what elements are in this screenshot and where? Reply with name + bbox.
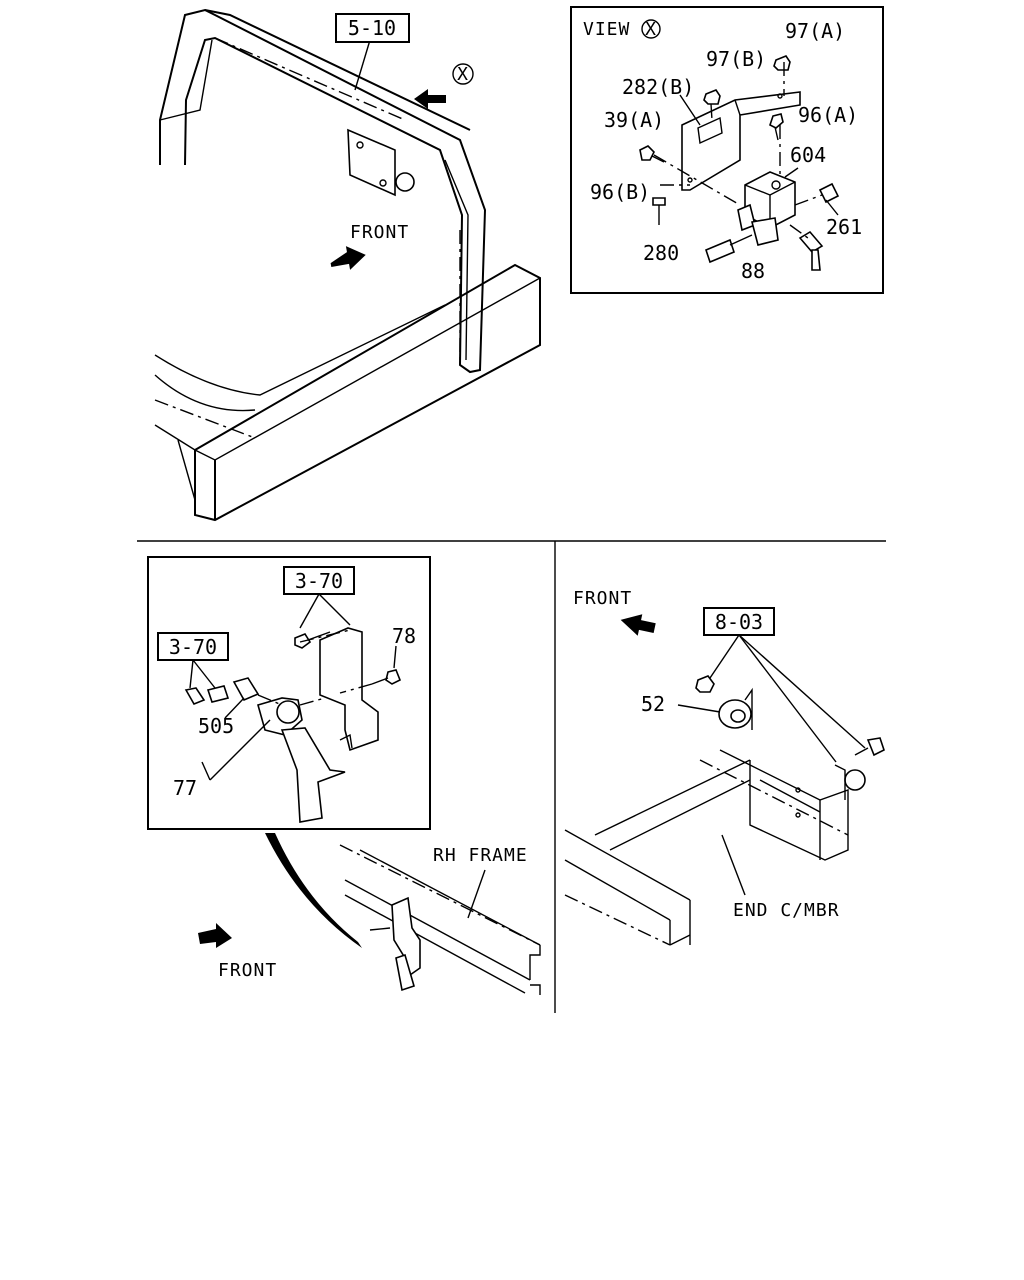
front-label-bottom-right: FRONT [573,588,632,609]
view-x-illustration [639,55,840,271]
rh-frame-illustration [198,833,541,995]
cab-frame-illustration [154,8,541,522]
callout-88: 88 [741,259,765,283]
ref-box-3-70-lower-label: 3-70 [169,635,217,659]
ref-box-8-03-label: 8-03 [715,610,763,634]
view-x-marker-circle [452,63,474,85]
callout-282b: 282(B) [622,75,694,99]
callout-96a: 96(A) [798,103,858,127]
view-x-title: VIEW [583,19,630,40]
callout-261: 261 [826,215,862,239]
front-label-top: FRONT [350,222,409,243]
callout-77: 77 [173,776,197,800]
callout-96b: 96(B) [590,180,650,204]
ref-box-5-10[interactable] [335,13,410,43]
horn-inset-illustration [184,593,402,823]
callout-97b: 97(B) [706,47,766,71]
rh-frame-label: RH FRAME [433,845,528,866]
end-c-mbr-label: END C/MBR [733,900,840,921]
callout-97a: 97(A) [785,19,845,43]
callout-505: 505 [198,714,234,738]
end-crossmember-illustration [564,614,885,946]
callout-52: 52 [641,692,665,716]
horn-inset [147,556,431,830]
callout-280: 280 [643,241,679,265]
ref-box-3-70-lower[interactable] [157,632,229,661]
callout-604: 604 [790,143,826,167]
view-x-title-marker: X [645,19,657,40]
front-label-bottom-left: FRONT [218,960,277,981]
callout-39a: 39(A) [604,108,664,132]
view-x-marker: X [457,64,469,85]
ref-box-3-70-upper-label: 3-70 [295,569,343,593]
ref-box-3-70-upper[interactable] [283,566,355,595]
view-x-title-circle [641,19,661,39]
callout-78: 78 [392,624,416,648]
ref-box-5-10-label: 5-10 [348,16,396,40]
